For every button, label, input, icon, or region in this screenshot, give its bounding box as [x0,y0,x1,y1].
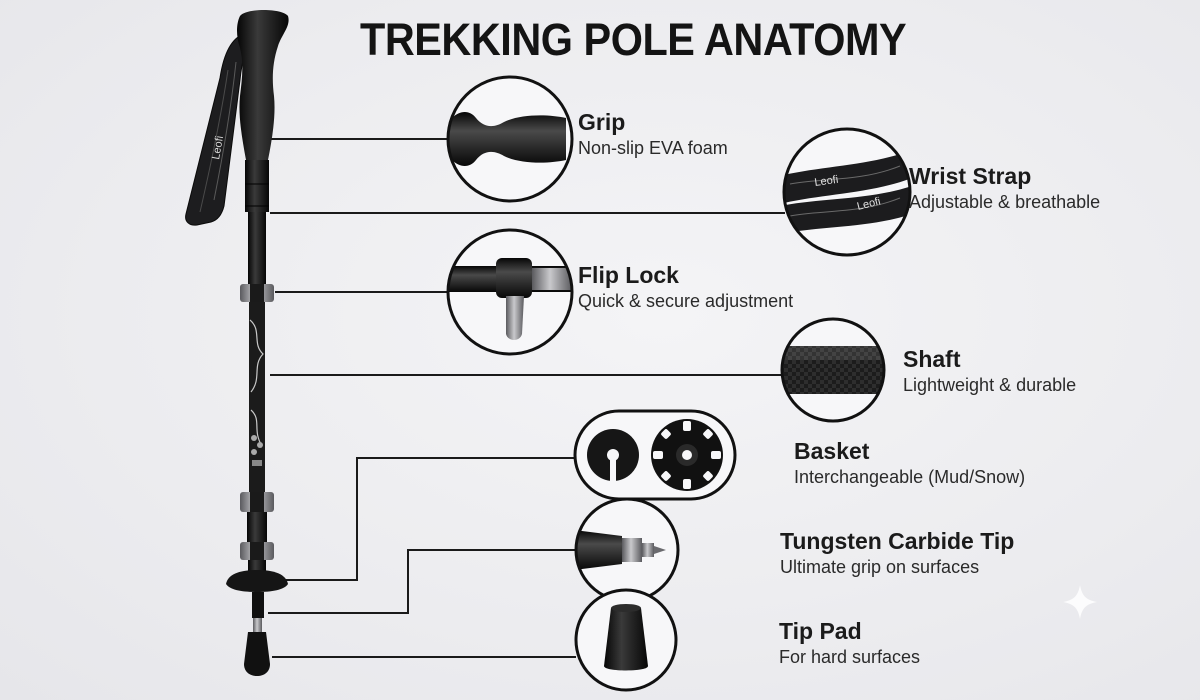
tip-connector [268,550,576,613]
label-basket: Basket Interchangeable (Mud/Snow) [794,437,1025,489]
tip-callout [574,499,678,601]
basket-connector [268,458,575,580]
part-desc-grip: Non-slip EVA foam [578,136,728,160]
shaft-callout [778,319,888,421]
label-shaft: Shaft Lightweight & durable [903,345,1076,397]
label-grip: Grip Non-slip EVA foam [578,108,728,160]
part-name-flip-lock: Flip Lock [578,261,793,289]
pad-callout [576,590,676,690]
label-tip-pad: Tip Pad For hard surfaces [779,617,920,669]
part-name-tungsten-tip: Tungsten Carbide Tip [780,527,1014,555]
pole-basket [226,570,288,592]
part-desc-basket: Interchangeable (Mud/Snow) [794,465,1025,489]
label-tungsten-tip: Tungsten Carbide Tip Ultimate grip on su… [780,527,1014,579]
pole-grip-extension [245,160,269,212]
pole-grip [237,10,289,160]
part-desc-wrist-strap: Adjustable & breathable [909,190,1100,214]
page-title: TREKKING POLE ANATOMY [360,14,912,66]
part-name-shaft: Shaft [903,345,1076,373]
part-desc-flip-lock: Quick & secure adjustment [578,289,793,313]
basket-callout [575,411,735,499]
pole-tip-pad [244,632,270,676]
part-desc-shaft: Lightweight & durable [903,373,1076,397]
strap-callout: Leofi Leofi [780,129,912,255]
part-name-grip: Grip [578,108,728,136]
lock-callout [440,230,580,354]
pole-upper-shaft [248,212,266,286]
label-flip-lock: Flip Lock Quick & secure adjustment [578,261,793,313]
part-desc-tip-pad: For hard surfaces [779,645,920,669]
trekking-pole: Leofi [186,10,289,676]
sparkle-icon [1063,585,1097,619]
pole-tip-ferrule [253,618,262,632]
part-desc-tungsten-tip: Ultimate grip on surfaces [780,555,1014,579]
part-name-wrist-strap: Wrist Strap [909,162,1100,190]
label-wrist-strap: Wrist Strap Adjustable & breathable [909,162,1100,214]
grip-callout [446,77,572,201]
part-name-tip-pad: Tip Pad [779,617,920,645]
part-name-basket: Basket [794,437,1025,465]
